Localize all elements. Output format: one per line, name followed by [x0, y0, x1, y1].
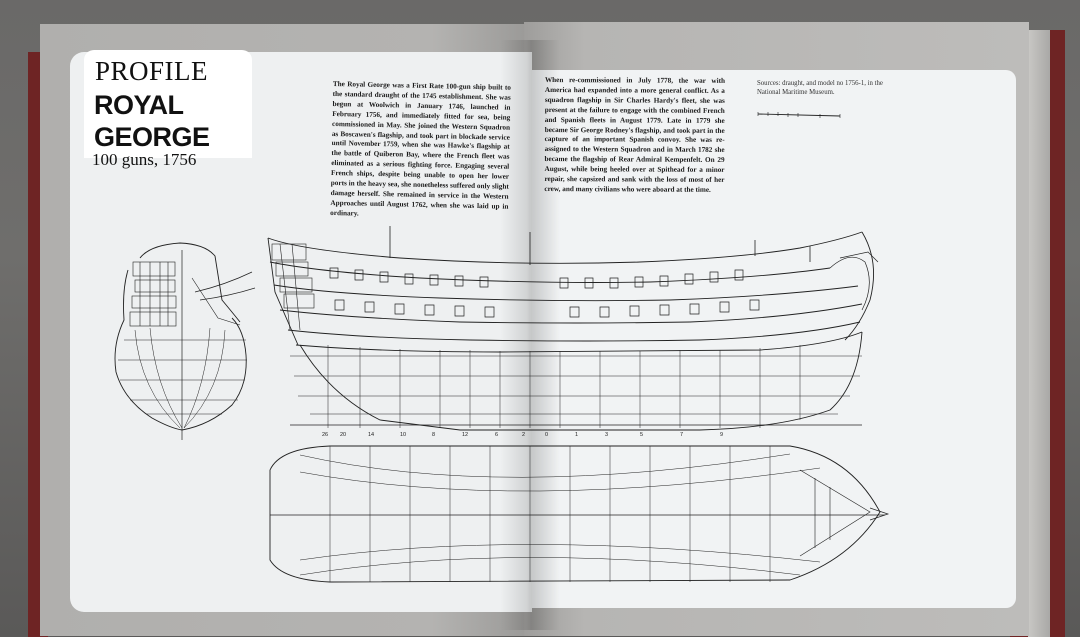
frame-number: 10: [400, 432, 406, 438]
sheer-profile: [267, 226, 879, 431]
frame-number: 12: [462, 432, 468, 438]
half-breadth-plan: [269, 445, 890, 583]
frame-number: 1: [575, 432, 578, 438]
body-plan: [114, 242, 256, 440]
frame-number: 8: [432, 432, 435, 438]
page-edges: [1028, 30, 1050, 637]
frame-number: 0: [545, 432, 548, 438]
scale-bar: [757, 113, 841, 117]
frame-number: 20: [340, 432, 346, 438]
page-heading: PROFILE: [95, 56, 209, 86]
frame-number: 7: [680, 432, 683, 438]
title-tab: [84, 50, 252, 158]
spine-shadow: [500, 40, 560, 630]
frame-number: 3: [605, 432, 608, 438]
frame-number: 5: [640, 432, 643, 438]
right-page-panel: [530, 70, 1016, 608]
frame-number: 2: [522, 432, 525, 438]
frame-number: 26: [322, 432, 328, 438]
sources-note: Sources: draught, and model no 1756-1, i…: [757, 80, 883, 96]
frame-number: 14: [368, 432, 374, 438]
ship-name-line1: ROYAL: [94, 90, 184, 120]
frame-number: 9: [720, 432, 723, 438]
ship-name-line2: GEORGE: [94, 122, 210, 152]
frame-number: 6: [495, 432, 498, 438]
ship-subtitle: 100 guns, 1756: [92, 150, 197, 169]
frame-numbers: 26 20 14 10 8 12 6 2 0 1 3 5 7 9: [322, 432, 723, 438]
